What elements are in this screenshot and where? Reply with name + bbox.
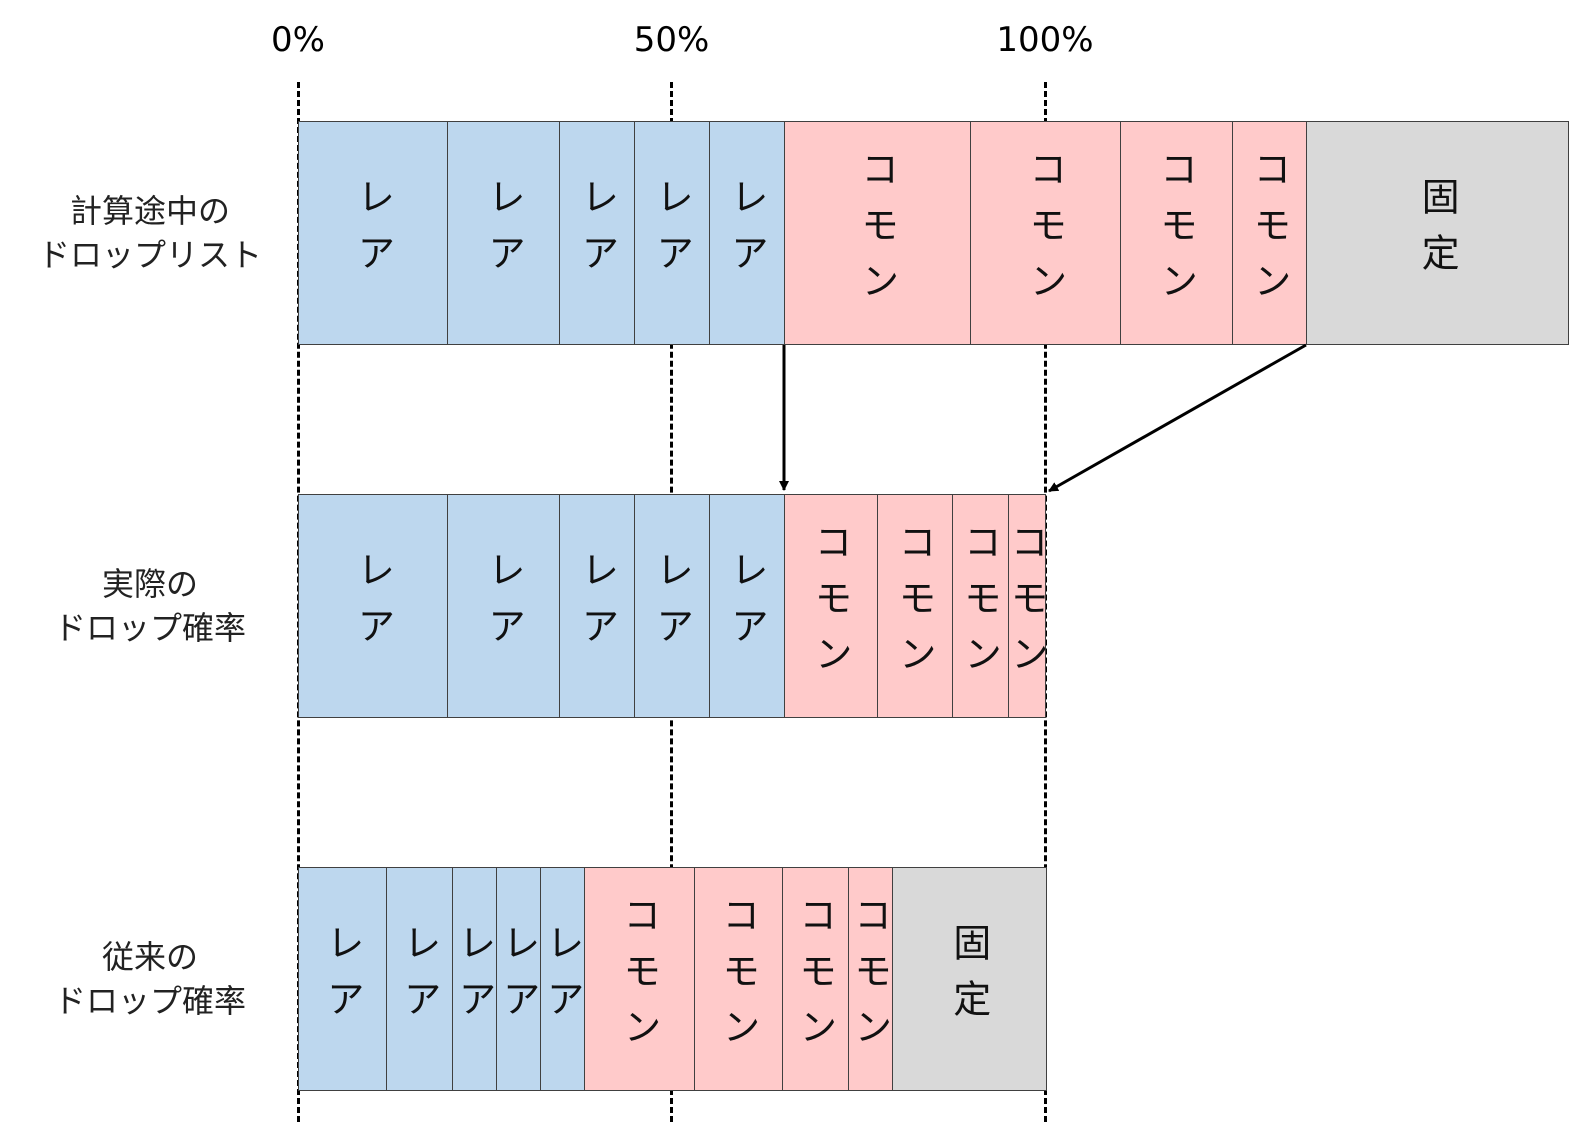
segment-label: レア bbox=[649, 550, 694, 662]
segment-rare: レア bbox=[559, 121, 636, 345]
segment-label: コモン bbox=[847, 895, 892, 1063]
segment-common: コモン bbox=[847, 867, 893, 1091]
segment-label: 固定 bbox=[1415, 177, 1460, 289]
segment-label: コモン bbox=[892, 522, 937, 690]
row-label-line: ドロップ確率 bbox=[53, 609, 246, 647]
segment-label: レア bbox=[495, 923, 540, 1035]
axis-tick-label: 0% bbox=[271, 20, 325, 60]
row-label-line: 計算途中の bbox=[69, 192, 230, 230]
segment-label: レア bbox=[481, 177, 526, 289]
segment-common: コモン bbox=[876, 494, 953, 718]
segment-rare: レア bbox=[447, 121, 561, 345]
segment-rare: レア bbox=[559, 494, 636, 718]
segment-label: レア bbox=[451, 923, 496, 1035]
segment-common: コモン bbox=[783, 121, 972, 345]
row-label-line: 実際の bbox=[101, 565, 198, 603]
segment-rare: レア bbox=[708, 494, 785, 718]
segment-label: レア bbox=[574, 177, 619, 289]
segment-label: レア bbox=[350, 550, 395, 662]
segment-label: コモン bbox=[715, 895, 760, 1063]
row-label-line: 従来の bbox=[101, 938, 198, 976]
segment-rare: レア bbox=[495, 867, 542, 1091]
segment-fixed: 固定 bbox=[891, 867, 1047, 1091]
segment-label: レア bbox=[724, 177, 769, 289]
segment-label: レア bbox=[320, 923, 365, 1035]
segment-rare: レア bbox=[634, 121, 710, 345]
segment-label: コモン bbox=[1022, 149, 1067, 317]
row-label: 実際のドロップ確率 bbox=[10, 562, 290, 650]
segment-label: レア bbox=[540, 923, 585, 1035]
segment-label: レア bbox=[574, 550, 619, 662]
segment-common: コモン bbox=[1231, 121, 1308, 345]
segment-rare: レア bbox=[540, 867, 586, 1091]
segment-label: コモン bbox=[792, 895, 837, 1063]
segment-label: コモン bbox=[854, 149, 899, 317]
segment-common: コモン bbox=[970, 121, 1121, 345]
row-label: 従来のドロップ確率 bbox=[10, 935, 290, 1023]
segment-common: コモン bbox=[1119, 121, 1233, 345]
segment-common: コモン bbox=[1004, 494, 1048, 718]
row-label-line: ドロップ確率 bbox=[53, 982, 246, 1020]
segment-label: レア bbox=[649, 177, 694, 289]
segment-label: コモン bbox=[616, 895, 661, 1063]
arrow-common-end bbox=[1048, 343, 1307, 493]
segment-rare: レア bbox=[447, 494, 561, 718]
segment-common: コモン bbox=[782, 867, 849, 1091]
segment-rare: レア bbox=[386, 867, 453, 1091]
segment-label: コモン bbox=[957, 522, 1002, 690]
row-label: 計算途中のドロップリスト bbox=[10, 189, 290, 277]
segment-common: コモン bbox=[783, 494, 878, 718]
segment-common: コモン bbox=[951, 494, 1009, 718]
axis-tick-label: 50% bbox=[633, 20, 710, 60]
segment-common: コモン bbox=[584, 867, 695, 1091]
segment-label: レア bbox=[481, 550, 526, 662]
segment-label: レア bbox=[397, 923, 441, 1035]
segment-label: コモン bbox=[808, 522, 853, 690]
segment-rare: レア bbox=[634, 494, 710, 718]
row-label-line: ドロップリスト bbox=[37, 236, 262, 274]
segment-fixed: 固定 bbox=[1306, 121, 1569, 345]
segment-rare: レア bbox=[298, 494, 449, 718]
segment-label: コモン bbox=[1004, 522, 1049, 690]
axis-tick-label: 100% bbox=[996, 20, 1094, 60]
segment-label: レア bbox=[350, 177, 395, 289]
segment-label: コモン bbox=[1247, 149, 1292, 317]
segment-label: コモン bbox=[1153, 149, 1198, 317]
segment-rare: レア bbox=[298, 121, 449, 345]
segment-label: 固定 bbox=[946, 923, 991, 1035]
segment-rare: レア bbox=[708, 121, 785, 345]
segment-label: レア bbox=[724, 550, 769, 662]
